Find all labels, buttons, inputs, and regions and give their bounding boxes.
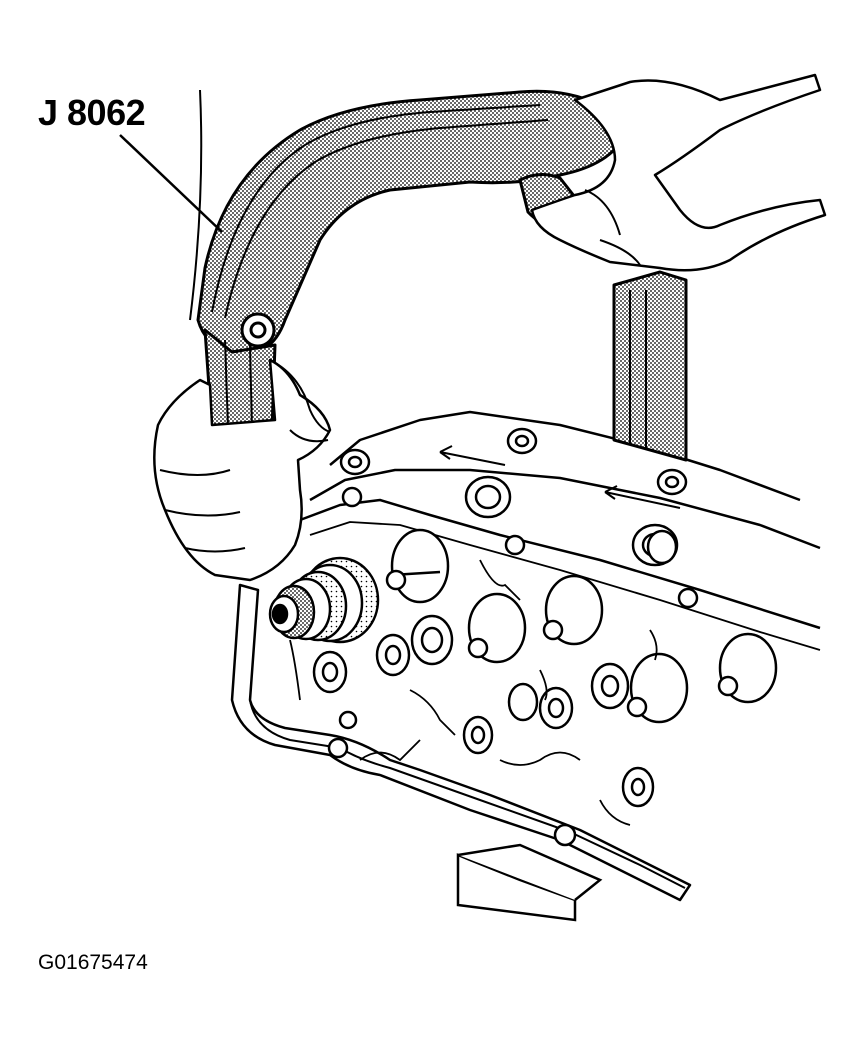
cylinder-head — [232, 412, 820, 900]
hands — [154, 75, 825, 580]
casting-details — [290, 560, 657, 825]
j-8062-tool — [198, 91, 686, 460]
callout-leader-line — [120, 135, 222, 232]
valve-spring — [270, 558, 378, 642]
support-block — [458, 845, 600, 920]
tool-callout-label: J 8062 — [38, 92, 146, 133]
valve-ports — [314, 530, 776, 806]
figure-code: G01675474 — [38, 951, 148, 974]
